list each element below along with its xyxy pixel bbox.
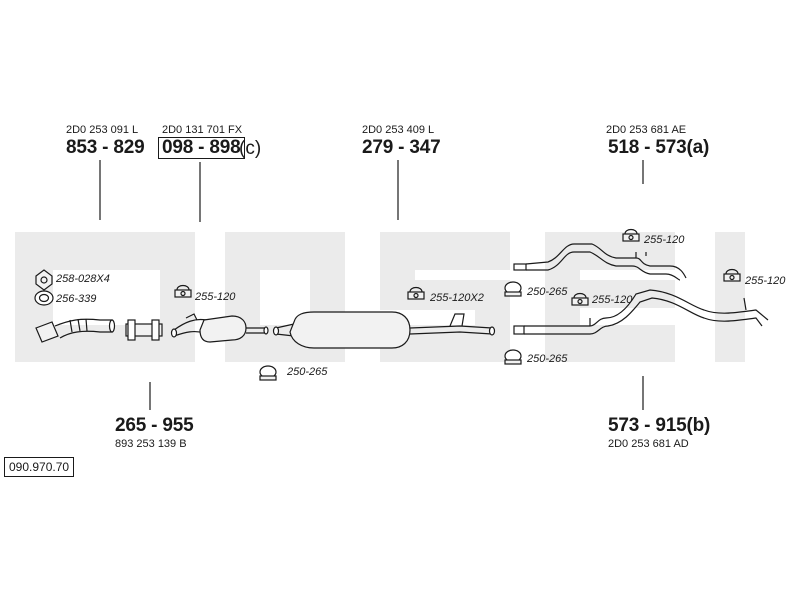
clamp-label-258: 258-028X4	[56, 273, 110, 285]
oe-number-853: 2D0 253 091 L	[66, 124, 139, 136]
oe-number-573: 2D0 253 681 AD	[608, 438, 689, 450]
ring-clamp-icon	[504, 281, 522, 297]
clamp-label-250: 250-265	[527, 286, 568, 298]
part-number-279: 279 - 347	[362, 137, 441, 158]
ring-clamp-icon	[259, 365, 277, 381]
oe-number-265: 893 253 139 B	[115, 438, 187, 450]
clamp-label-255: 255-120	[644, 234, 685, 246]
tail-pipe-b	[513, 289, 769, 335]
clamp-label-255x2: 255-120X2	[430, 292, 484, 304]
tail-pipe-a	[513, 243, 687, 281]
clamp-label-250: 250-265	[527, 353, 568, 365]
clamp-sleeve	[125, 319, 163, 341]
gasket-ring-icon	[34, 290, 54, 306]
u-bolt-clamp-icon	[622, 228, 640, 242]
ring-clamp-icon	[504, 349, 522, 365]
part-suffix-098: (c)	[239, 138, 262, 159]
oe-number-279: 2D0 253 409 L	[362, 124, 435, 136]
u-bolt-clamp-icon	[723, 268, 741, 282]
clamp-label-255: 255-120	[592, 294, 633, 306]
part-number-098: 098 - 898	[158, 137, 245, 159]
u-bolt-clamp-icon	[407, 286, 425, 300]
catalytic-converter	[170, 313, 269, 343]
catalog-number-box: 090.970.70	[4, 457, 75, 477]
part-number-853: 853 - 829	[66, 137, 145, 158]
clamp-label-255: 255-120	[745, 275, 786, 287]
part-number-265: 265 - 955	[115, 415, 194, 436]
center-muffler	[272, 311, 496, 349]
nut-icon	[35, 269, 53, 291]
clamp-label-250: 250-265	[287, 366, 328, 378]
front-pipe	[35, 318, 116, 343]
clamp-label-255: 255-120	[195, 291, 236, 303]
part-number-573: 573 - 915(b)	[608, 415, 711, 436]
part-number-518: 518 - 573(a)	[608, 137, 710, 158]
u-bolt-clamp-icon	[174, 284, 192, 298]
oe-number-518: 2D0 253 681 AE	[606, 124, 687, 136]
clamp-label-256: 256-339	[56, 293, 97, 305]
oe-number-098: 2D0 131 701 FX	[162, 124, 243, 136]
u-bolt-clamp-icon	[571, 292, 589, 306]
